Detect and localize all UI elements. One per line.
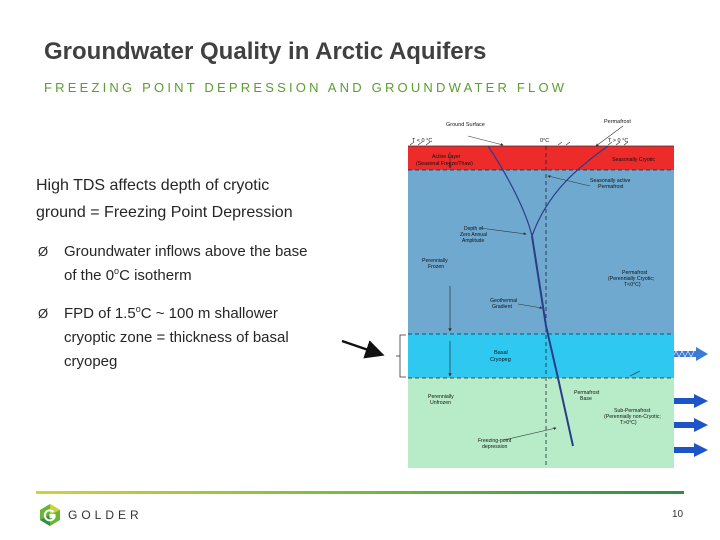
lead-text: High TDS affects depth of cryotic ground…	[36, 172, 376, 226]
label-permafrost-cryotic-3: T<0°C)	[624, 282, 641, 288]
permafrost-diagram: Ground Surface Permafrost T < 0 °C 0°C T…	[408, 119, 674, 468]
bullet2-line2: cryoptic zone = thickness of basal	[64, 329, 289, 346]
max-temperature-curve	[531, 145, 609, 237]
slide-title: Groundwater Quality in Arctic Aquifers	[44, 38, 487, 65]
min-temperature-curve	[487, 145, 533, 237]
label-perennially-frozen-2: Frozen	[428, 264, 444, 270]
bullet-text-2: FPD of 1.5oC ~ 100 m shallower cryoptic …	[38, 302, 348, 374]
bullet-fpd: Ø FPD of 1.5oC ~ 100 m shallower cryopti…	[38, 302, 348, 374]
lead-line-2: ground = Freezing Point Depression	[36, 204, 293, 221]
label-permafrost-cryotic-2: (Perennially Cryotic;	[608, 276, 654, 282]
bullet2-degree: o	[135, 304, 141, 314]
golder-logo-icon	[40, 504, 60, 526]
label-sub-permafrost-2: (Perennially non-Cryotic;	[604, 414, 661, 420]
label-t-above-zero: T > 0 °C	[608, 138, 628, 144]
inflow-arrow-2	[660, 418, 708, 432]
label-depth-zero-1: Depth of	[464, 226, 484, 232]
label-seasonally-cryotic: Seasonally Cryotic	[612, 157, 655, 163]
label-fpd-2: depression	[482, 444, 507, 450]
label-depth-zero-3: Amplitude	[462, 238, 484, 244]
bullet-arrow-icon: Ø	[38, 244, 49, 259]
bullet2-line1b: C ~ 100 m shallower	[140, 305, 278, 322]
bullet2-line1a: FPD of 1.5	[64, 305, 136, 322]
label-geothermal: Geothermal	[490, 298, 517, 304]
cryopeg-bracket-left	[399, 334, 406, 378]
bullet-text-1: Groundwater inflows above the base of th…	[38, 240, 348, 288]
active-layer-band	[408, 146, 674, 170]
ground-hatch	[409, 141, 629, 146]
label-permafrost-base-2: Base	[580, 396, 592, 402]
bullet1-line1: Groundwater inflows above the base	[64, 243, 308, 260]
label-t-below-zero: T < 0 °C	[412, 138, 432, 144]
pointer-arrow	[341, 339, 385, 359]
label-permafrost-base: Permafrost	[574, 390, 600, 396]
bullet1-line2b: C isotherm	[119, 267, 192, 284]
lead-line-1: High TDS affects depth of cryotic	[36, 177, 270, 194]
label-zero-c: 0°C	[540, 138, 549, 144]
label-geothermal-2: Gradient	[492, 304, 512, 310]
brand-name: GOLDER	[68, 508, 143, 522]
label-unfrozen-2: Unfrozen	[430, 400, 451, 406]
label-cryopeg: Cryopeg	[490, 357, 511, 363]
label-permafrost-cryotic: Permafrost	[622, 270, 648, 276]
label-active-layer-sub: (Seasonal Freeze/Thaw)	[416, 161, 473, 167]
label-active-layer: Active Layer	[432, 154, 461, 160]
label-basal: Basal	[494, 350, 508, 356]
label-depth-zero-2: Zero Annual	[460, 232, 487, 238]
bullet-groundwater-inflows: Ø Groundwater inflows above the base of …	[38, 240, 348, 288]
bullet1-line2a: of the 0	[64, 267, 115, 284]
label-sub-permafrost: Sub-Permafrost	[614, 408, 651, 414]
inflow-arrow-3	[660, 443, 708, 457]
unfrozen-band	[408, 378, 674, 468]
inflow-arrow-1	[660, 394, 708, 408]
geothermal-curve	[531, 235, 574, 447]
label-unfrozen: Perennially	[428, 394, 454, 400]
label-sub-permafrost-3: T>0°C)	[620, 420, 637, 426]
footer-divider	[36, 491, 684, 494]
label-ground-surface: Ground Surface	[446, 122, 485, 128]
permafrost-band	[408, 170, 674, 334]
label-seasonally-active: Seasonally active	[590, 178, 630, 184]
label-fpd: Freezing-point	[478, 438, 512, 444]
bullet1-degree: o	[114, 266, 120, 276]
cryopeg-band	[408, 334, 674, 378]
bullet2-line3: cryopeg	[64, 353, 118, 370]
slide-subtitle: FREEZING POINT DEPRESSION AND GROUNDWATE…	[44, 80, 568, 95]
label-seasonally-active-2: Permafrost	[598, 184, 624, 190]
label-permafrost-top: Permafrost	[604, 119, 631, 125]
page-number: 10	[672, 509, 684, 520]
bullet-arrow-icon: Ø	[38, 306, 49, 321]
label-perennially-frozen: Perennially	[422, 258, 448, 264]
